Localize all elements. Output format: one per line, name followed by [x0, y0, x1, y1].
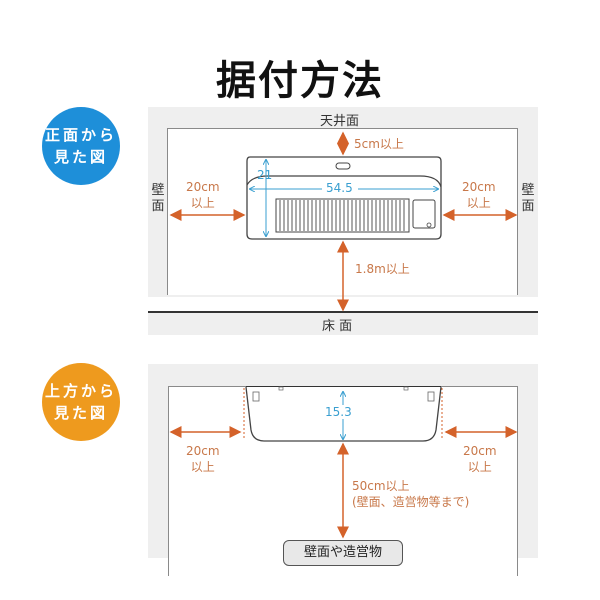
top-badge-line2: 見た図 [53, 404, 108, 422]
right-wall-label: 壁面 [521, 183, 535, 214]
ceiling-label: 天井面 [320, 114, 360, 129]
bottom-white-strip [148, 576, 538, 600]
floor-strip [148, 311, 538, 335]
top-view-badge: 上方から 見た図 [42, 363, 120, 441]
left-wall-label: 壁面 [151, 183, 165, 214]
front-right-clearance: 20cm 以上 [462, 179, 496, 211]
heater-front-icon [246, 156, 442, 240]
front-clearance: 50cm以上 (壁面、造営物等まで) [352, 478, 469, 510]
front-right-clearance-line2: 以上 [466, 196, 491, 210]
height-dimension: 21 [257, 168, 273, 182]
top-right-clearance-line2: 以上 [467, 460, 492, 474]
front-left-clearance-line1: 20cm [186, 180, 220, 194]
front-badge-line2: 見た図 [53, 148, 108, 166]
front-clearance-line1: 50cm以上 [352, 479, 410, 493]
top-right-clearance-line1: 20cm [463, 444, 497, 458]
front-view-badge: 正面から 見た図 [42, 107, 120, 185]
top-left-clearance: 20cm 以上 [186, 443, 220, 475]
top-left-clearance-line1: 20cm [186, 444, 220, 458]
front-left-clearance: 20cm 以上 [186, 179, 220, 211]
page-title: 据付方法 [216, 58, 384, 104]
top-clearance-label: 5cm以上 [354, 137, 404, 151]
front-clearance-line2: (壁面、造営物等まで) [352, 495, 470, 509]
top-left-clearance-line2: 以上 [190, 460, 215, 474]
floor-clearance-label: 1.8m以上 [355, 262, 410, 276]
top-right-clearance: 20cm 以上 [463, 443, 497, 475]
front-badge-line1: 正面から [44, 126, 117, 144]
top-badge-line1: 上方から [44, 382, 117, 400]
front-right-clearance-line1: 20cm [462, 180, 496, 194]
front-left-clearance-line2: 以上 [190, 196, 215, 210]
depth-dimension: 15.3 [324, 405, 353, 419]
floor-label: 床 面 [322, 319, 353, 334]
width-dimension: 54.5 [326, 181, 353, 195]
obstacle-label: 壁面や造営物 [283, 540, 403, 566]
